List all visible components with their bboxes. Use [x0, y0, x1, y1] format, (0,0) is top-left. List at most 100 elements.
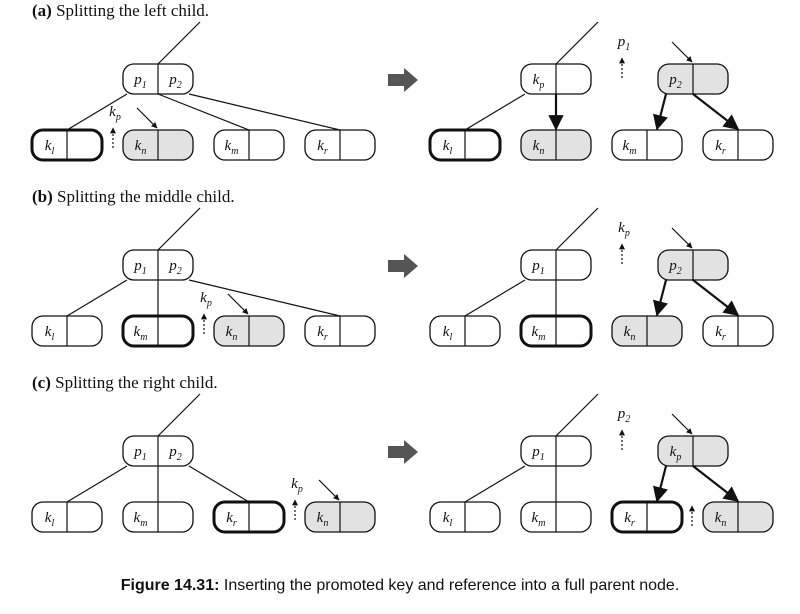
promoted-key-label: kp [291, 476, 303, 495]
sibling-pointer-arrow [671, 227, 693, 249]
node-key: kn [624, 324, 636, 343]
new-sibling-node: kn [213, 315, 285, 347]
parent-child-edge [464, 279, 526, 317]
new-edge [652, 93, 668, 131]
node-key: kr [715, 324, 726, 343]
node-key: kn [226, 324, 238, 343]
child-node: kr [304, 315, 376, 347]
node-key: p2 [168, 444, 182, 463]
edge-to-grandparent [157, 21, 201, 65]
sibling-pointer-arrow [318, 479, 340, 501]
parent-child-edge [188, 465, 250, 503]
child-node: kl [31, 315, 103, 347]
child-node: kl [429, 501, 501, 533]
node-key: p2 [668, 72, 682, 91]
new-sibling-node: kn [611, 315, 683, 347]
promoted-key-label: p1 [617, 34, 631, 53]
right-parent-node: p2 [657, 249, 729, 281]
sibling-pointer-arrow [227, 293, 249, 315]
child-node: kl [30, 128, 104, 162]
node-key: kl [443, 324, 453, 343]
parent-child-edge [66, 279, 128, 317]
child-node: kr [610, 500, 684, 534]
node-key: p1 [531, 444, 545, 463]
node-key: kn [317, 510, 329, 529]
parent-child-edge [464, 465, 526, 503]
node-key: kl [45, 324, 55, 343]
sibling-pointer-arrow [671, 41, 693, 63]
new-sibling-node: kn [520, 129, 592, 161]
panel-title: (a) Splitting the left child. [32, 1, 209, 20]
left-parent-node: p1 [520, 435, 592, 467]
node-key: km [623, 138, 637, 157]
left-parent-node: kp [520, 63, 592, 95]
node-key: kp [670, 444, 682, 463]
figure-caption: Figure 14.31: Inserting the promoted key… [0, 577, 800, 595]
node-key: kr [624, 510, 635, 529]
child-node: kr [702, 315, 774, 347]
node-key: kr [317, 138, 328, 157]
parent-child-edge [188, 93, 341, 131]
edge-to-grandparent [157, 207, 201, 251]
child-node: km [519, 314, 593, 348]
promoted-key-label: kp [618, 220, 630, 239]
promoted-key-label: kp [109, 104, 121, 123]
child-node: kr [702, 129, 774, 161]
node-key: km [134, 510, 148, 529]
node-key: p1 [133, 258, 147, 277]
caption-text: Inserting the promoted key and reference… [223, 577, 680, 594]
node-key: kr [715, 138, 726, 157]
new-edge [692, 93, 740, 130]
new-edge [652, 465, 668, 503]
edge-to-grandparent [157, 393, 201, 437]
node-key: p2 [168, 72, 182, 91]
caption-label: Figure 14.31: [120, 577, 220, 594]
child-node: kr [304, 129, 376, 161]
right-parent-node: kp [657, 435, 729, 467]
transform-arrow [388, 254, 418, 278]
left-parent-node: p1 [520, 249, 592, 281]
panel-title: (b) Splitting the middle child. [32, 187, 235, 206]
parent-child-edge [188, 279, 341, 317]
sibling-pointer-arrow [671, 413, 693, 435]
parent-node: p1 p2 [122, 435, 194, 467]
node-key: kr [317, 324, 328, 343]
right-parent-node: p2 [657, 63, 729, 95]
parent-node: p1 p2 [122, 249, 194, 281]
edge-to-grandparent [555, 21, 599, 65]
child-node: km [121, 314, 195, 348]
new-edge [692, 465, 740, 502]
node-key: kl [45, 138, 55, 157]
node-key: kl [45, 510, 55, 529]
parent-child-edge [66, 93, 128, 131]
child-node: kl [31, 501, 103, 533]
node-key: p1 [531, 258, 545, 277]
node-key: kl [443, 510, 453, 529]
child-node: km [520, 501, 592, 533]
panel-title: (c) Splitting the right child. [32, 373, 218, 392]
parent-child-edge [157, 93, 250, 131]
promoted-key-label: kp [200, 290, 212, 309]
node-key: kl [443, 138, 453, 157]
transform-arrow [388, 440, 418, 464]
child-node: kr [212, 500, 286, 534]
new-edge [692, 279, 740, 316]
node-key: km [532, 324, 546, 343]
node-key: p2 [168, 258, 182, 277]
transform-arrow [388, 68, 418, 92]
new-sibling-node: kn [304, 501, 376, 533]
child-node: km [122, 501, 194, 533]
node-key: p1 [133, 444, 147, 463]
node-key: kp [533, 72, 545, 91]
promoted-key-label: p2 [617, 406, 631, 425]
node-key: p2 [668, 258, 682, 277]
new-sibling-node: kn [122, 129, 194, 161]
child-node: km [213, 129, 285, 161]
child-node: kl [429, 315, 501, 347]
child-node: kl [428, 128, 502, 162]
node-key: kr [226, 510, 237, 529]
parent-child-edge [66, 465, 128, 503]
new-sibling-node: kn [702, 501, 774, 533]
